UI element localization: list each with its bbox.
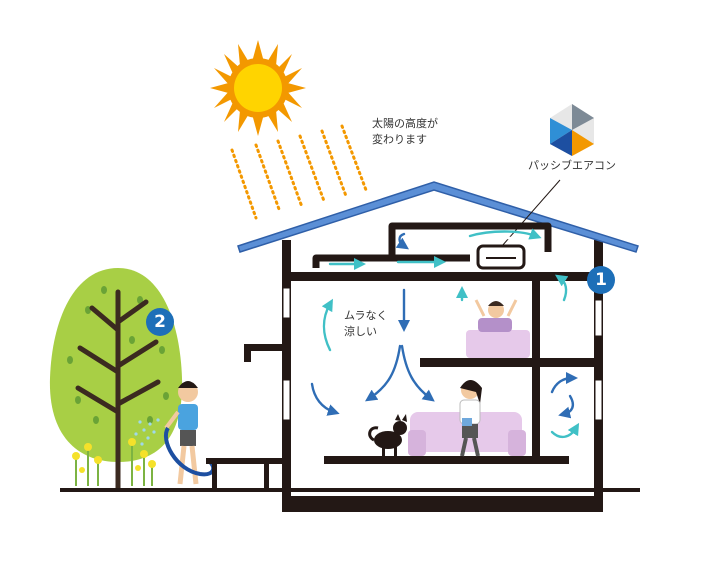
cat: [368, 414, 407, 456]
badge-2: 2: [146, 308, 174, 336]
bed-with-child: [466, 299, 530, 358]
airflow-arrows: [310, 228, 580, 439]
house-structure: [244, 240, 603, 512]
sunlight-rays: [230, 124, 368, 220]
deck: [206, 458, 286, 490]
flowers: [72, 438, 156, 486]
airflow-caption-line1: ムラなく: [344, 309, 388, 322]
passive-aircon-unit: [476, 244, 526, 270]
aircon-leader-line: [501, 179, 561, 247]
passive-aircon-logo: [550, 104, 594, 156]
sun-icon: [210, 40, 306, 136]
aircon-label: パッシブエアコン: [528, 159, 616, 172]
windows: [282, 287, 603, 421]
tree: [49, 268, 183, 491]
airflow-caption-line2: 涼しい: [344, 325, 377, 338]
sun-caption: 太陽の高度が 変わります: [372, 116, 438, 148]
roof: [237, 181, 639, 253]
badge-1: 1: [587, 266, 615, 294]
airflow-caption: ムラなく 涼しい: [344, 308, 387, 340]
sun-caption-line1: 太陽の高度が: [372, 117, 438, 130]
sun-caption-line2: 変わります: [372, 133, 427, 146]
attic-duct: [312, 222, 552, 268]
sofa-with-person: [408, 380, 526, 457]
